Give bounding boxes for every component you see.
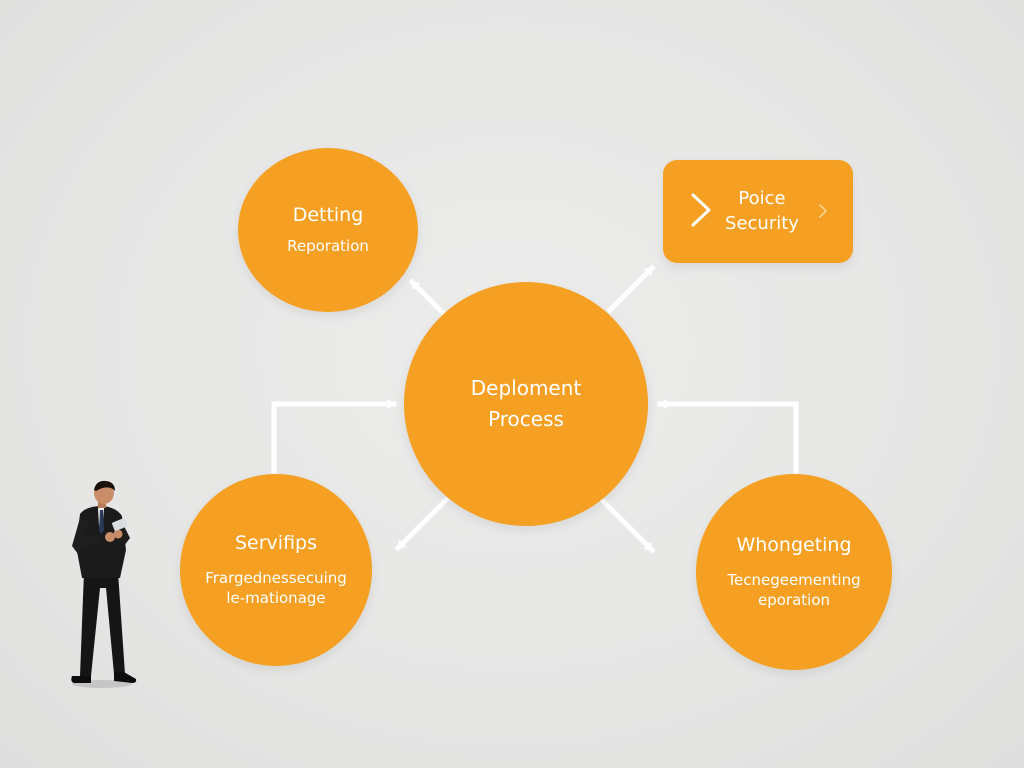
arrow-center-to-bottom-left [394,496,450,552]
node-poice-security: Poice Security [663,160,853,263]
node-deploment-process-title-line1: Deploment [470,376,582,400]
node-whongeting-subtitle-line1: Tecnegeementing [727,570,861,589]
businessman-figure [71,480,137,688]
node-servifips-subtitle-line2: le-mationage [226,588,326,607]
arrow-bottom-left-to-center [271,399,397,475]
arrow-center-to-top-left [408,278,446,316]
chevron-right-icon [819,204,827,218]
node-detting-title: Detting [292,204,364,226]
node-detting-subtitle: Reporation [287,236,369,255]
node-deploment-process: Deploment Process [404,282,648,526]
node-deploment-process-title-line2: Process [488,407,564,431]
node-servifips: Servifips Frargednessecuing le-mationage [180,474,372,666]
arrow-center-to-top-right [606,264,656,314]
node-poice-security-title-line1: Poice [738,188,786,210]
node-poice-security-title-line2: Security [725,212,799,234]
arrow-bottom-right-to-center [657,399,799,475]
chevron-right-icon [691,193,711,227]
arrow-center-to-bottom-right [598,496,656,554]
node-servifips-subtitle-line1: Frargednessecuing [205,568,347,587]
node-poice-security-label: Poice Security [725,187,799,236]
node-whongeting-title: Whongeting [736,533,852,556]
node-servifips-title: Servifips [234,531,317,554]
node-whongeting-subtitle-line2: eporation [757,590,831,609]
node-whongeting: Whongeting Tecnegeementing eporation [696,474,892,670]
node-detting: Detting Reporation [238,148,418,312]
